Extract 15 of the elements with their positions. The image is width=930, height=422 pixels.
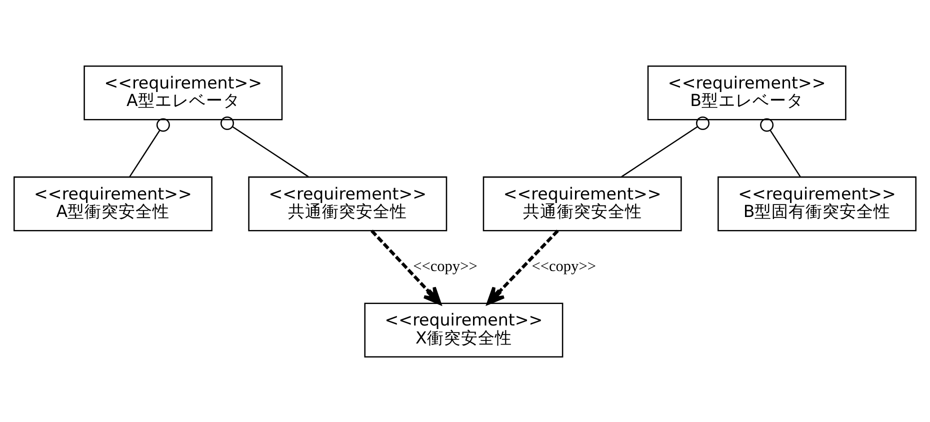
- node-box: <<requirement>> X衝突安全性: [364, 302, 564, 358]
- node-box: <<requirement>> B型エレベータ: [647, 64, 846, 120]
- node-box: <<requirement>> 共通衝突安全性: [248, 176, 448, 231]
- edge-label: <<copy>>: [532, 257, 596, 274]
- connector: [129, 118, 170, 177]
- node-box: <<requirement>> A型エレベータ: [84, 64, 283, 120]
- connector: [621, 116, 710, 177]
- arrow: [370, 229, 442, 304]
- node-box: <<requirement>> B型固有衝突安全性: [718, 176, 916, 231]
- node-box: <<requirement>> 共通衝突安全性: [482, 176, 682, 231]
- edge-label: <<copy>>: [413, 257, 478, 274]
- connector: [220, 116, 309, 177]
- arrow: [486, 229, 559, 304]
- connector: [760, 118, 801, 177]
- node-box: <<requirement>> A型衝突安全性: [14, 176, 212, 231]
